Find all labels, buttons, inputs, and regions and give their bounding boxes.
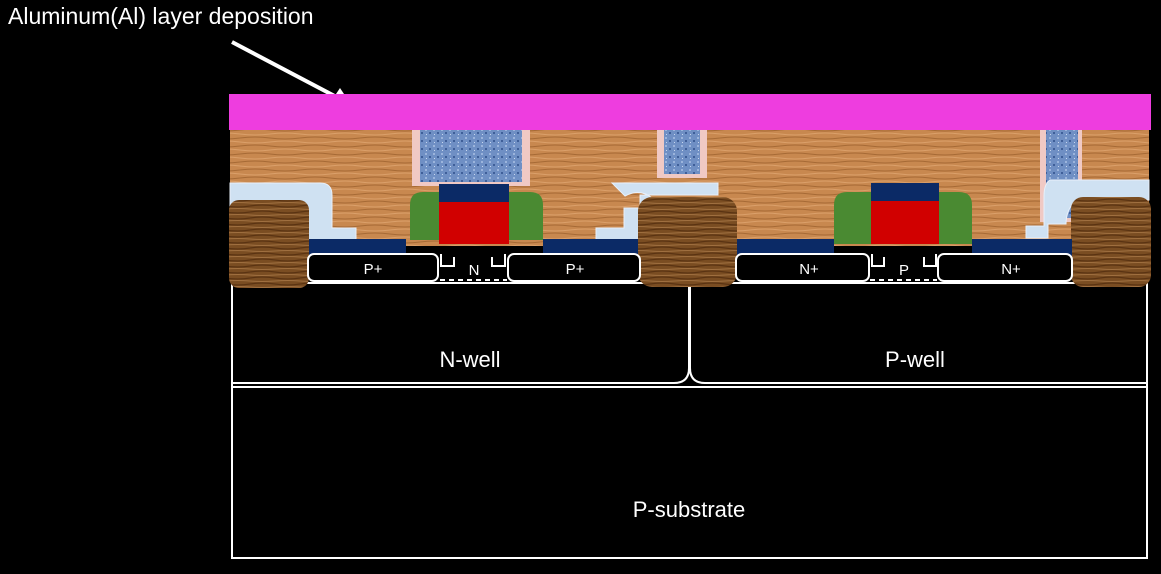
passivation-steps <box>229 179 1150 241</box>
p-plus-left-label: P+ <box>364 261 383 278</box>
p-plus-left-region <box>307 253 439 282</box>
gate-poly <box>439 201 509 244</box>
p-channel-label: P <box>899 262 909 279</box>
p-well-label: P-well <box>885 347 945 372</box>
field-oxide-right <box>1071 197 1151 287</box>
title-arrow <box>231 40 347 104</box>
nmos-gate <box>834 183 972 244</box>
gate-cap <box>439 184 509 202</box>
field-oxide-left <box>229 200 309 288</box>
gate-poly <box>871 200 939 244</box>
pmos-gate <box>410 184 543 244</box>
p-well-outline <box>689 283 1147 384</box>
field-oxide-middle <box>638 197 737 287</box>
ldd-outlines <box>440 254 937 267</box>
aluminum-layer <box>229 94 1151 130</box>
n-plus-left-region <box>735 253 870 282</box>
n-plus-right-label: N+ <box>1001 261 1021 278</box>
n-plus-left-label: N+ <box>799 261 819 278</box>
contact-plugs <box>412 130 1082 222</box>
n-channel-label: N <box>469 262 480 279</box>
p-plus-right-label: P+ <box>566 261 585 278</box>
gate-contact-plug-left <box>420 130 522 182</box>
diagram-title: Aluminum(Al) layer deposition <box>8 3 314 29</box>
p-plus-right-region <box>507 253 641 282</box>
n-plus-right-region <box>937 253 1073 282</box>
n-well-label: N-well <box>439 347 500 372</box>
p-substrate-label: P-substrate <box>633 497 746 522</box>
gate-cap <box>871 183 939 201</box>
well-contact-plug <box>664 130 700 174</box>
field-oxide <box>229 197 1151 288</box>
doped-regions <box>307 253 1073 282</box>
